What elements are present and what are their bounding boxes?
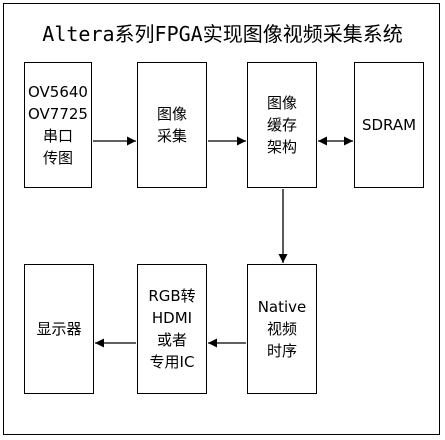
- sdram-block: SDRAM: [354, 62, 424, 188]
- capture-line: 图像: [156, 105, 187, 123]
- hdmi-line: 专用IC: [149, 353, 195, 371]
- timing-line: Native: [257, 298, 307, 316]
- timing-line: 时序: [266, 342, 297, 360]
- cache-line: 图像: [266, 94, 297, 112]
- cache-block: 图像 缓存 架构: [247, 62, 317, 188]
- camera-block: OV5640 OV7725 串口 传图: [24, 62, 92, 188]
- display-line: 显示器: [36, 320, 82, 338]
- cache-line: 缓存: [266, 116, 297, 134]
- camera-line: 串口: [42, 127, 73, 145]
- timing-block: Native 视频 时序: [247, 264, 317, 394]
- sdram-line: SDRAM: [361, 116, 417, 134]
- diagram-title: Altera系列FPGA实现图像视频采集系统: [42, 22, 403, 46]
- camera-line: OV5640: [28, 83, 88, 101]
- diagram-frame: [3, 3, 440, 435]
- camera-line: OV7725: [28, 105, 88, 123]
- cache-line: 架构: [266, 138, 297, 156]
- hdmi-block: RGB转 HDMI 或者 专用IC: [137, 264, 207, 394]
- hdmi-line: RGB转: [148, 287, 196, 305]
- display-block: 显示器: [24, 264, 94, 394]
- camera-line: 传图: [42, 149, 73, 167]
- capture-block: 图像 采集: [137, 62, 207, 188]
- hdmi-line: HDMI: [151, 309, 193, 327]
- capture-line: 采集: [156, 127, 187, 145]
- timing-line: 视频: [266, 320, 297, 338]
- hdmi-line: 或者: [156, 331, 187, 349]
